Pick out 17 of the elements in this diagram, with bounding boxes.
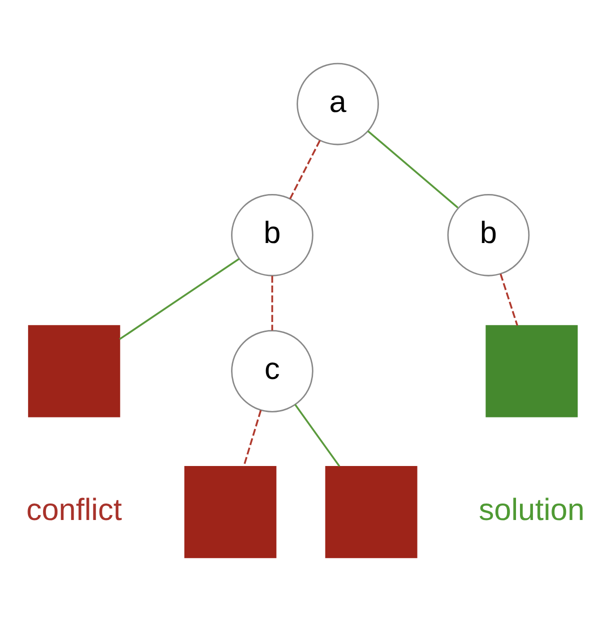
node-label: solution — [478, 491, 585, 526]
connector — [367, 130, 458, 208]
node-circle: b — [231, 194, 314, 276]
connector — [294, 404, 340, 466]
connector — [271, 275, 274, 330]
node-circle: a — [296, 62, 379, 145]
node-circle: b — [447, 194, 530, 276]
node-box — [486, 324, 578, 417]
connector — [242, 410, 262, 466]
node-circle: c — [231, 330, 314, 412]
connector — [500, 273, 518, 326]
node-box — [325, 466, 418, 558]
connector — [289, 140, 321, 199]
connector — [119, 258, 240, 340]
node-box — [28, 324, 120, 417]
node-label: conflict — [26, 491, 122, 526]
node-box — [184, 466, 276, 558]
